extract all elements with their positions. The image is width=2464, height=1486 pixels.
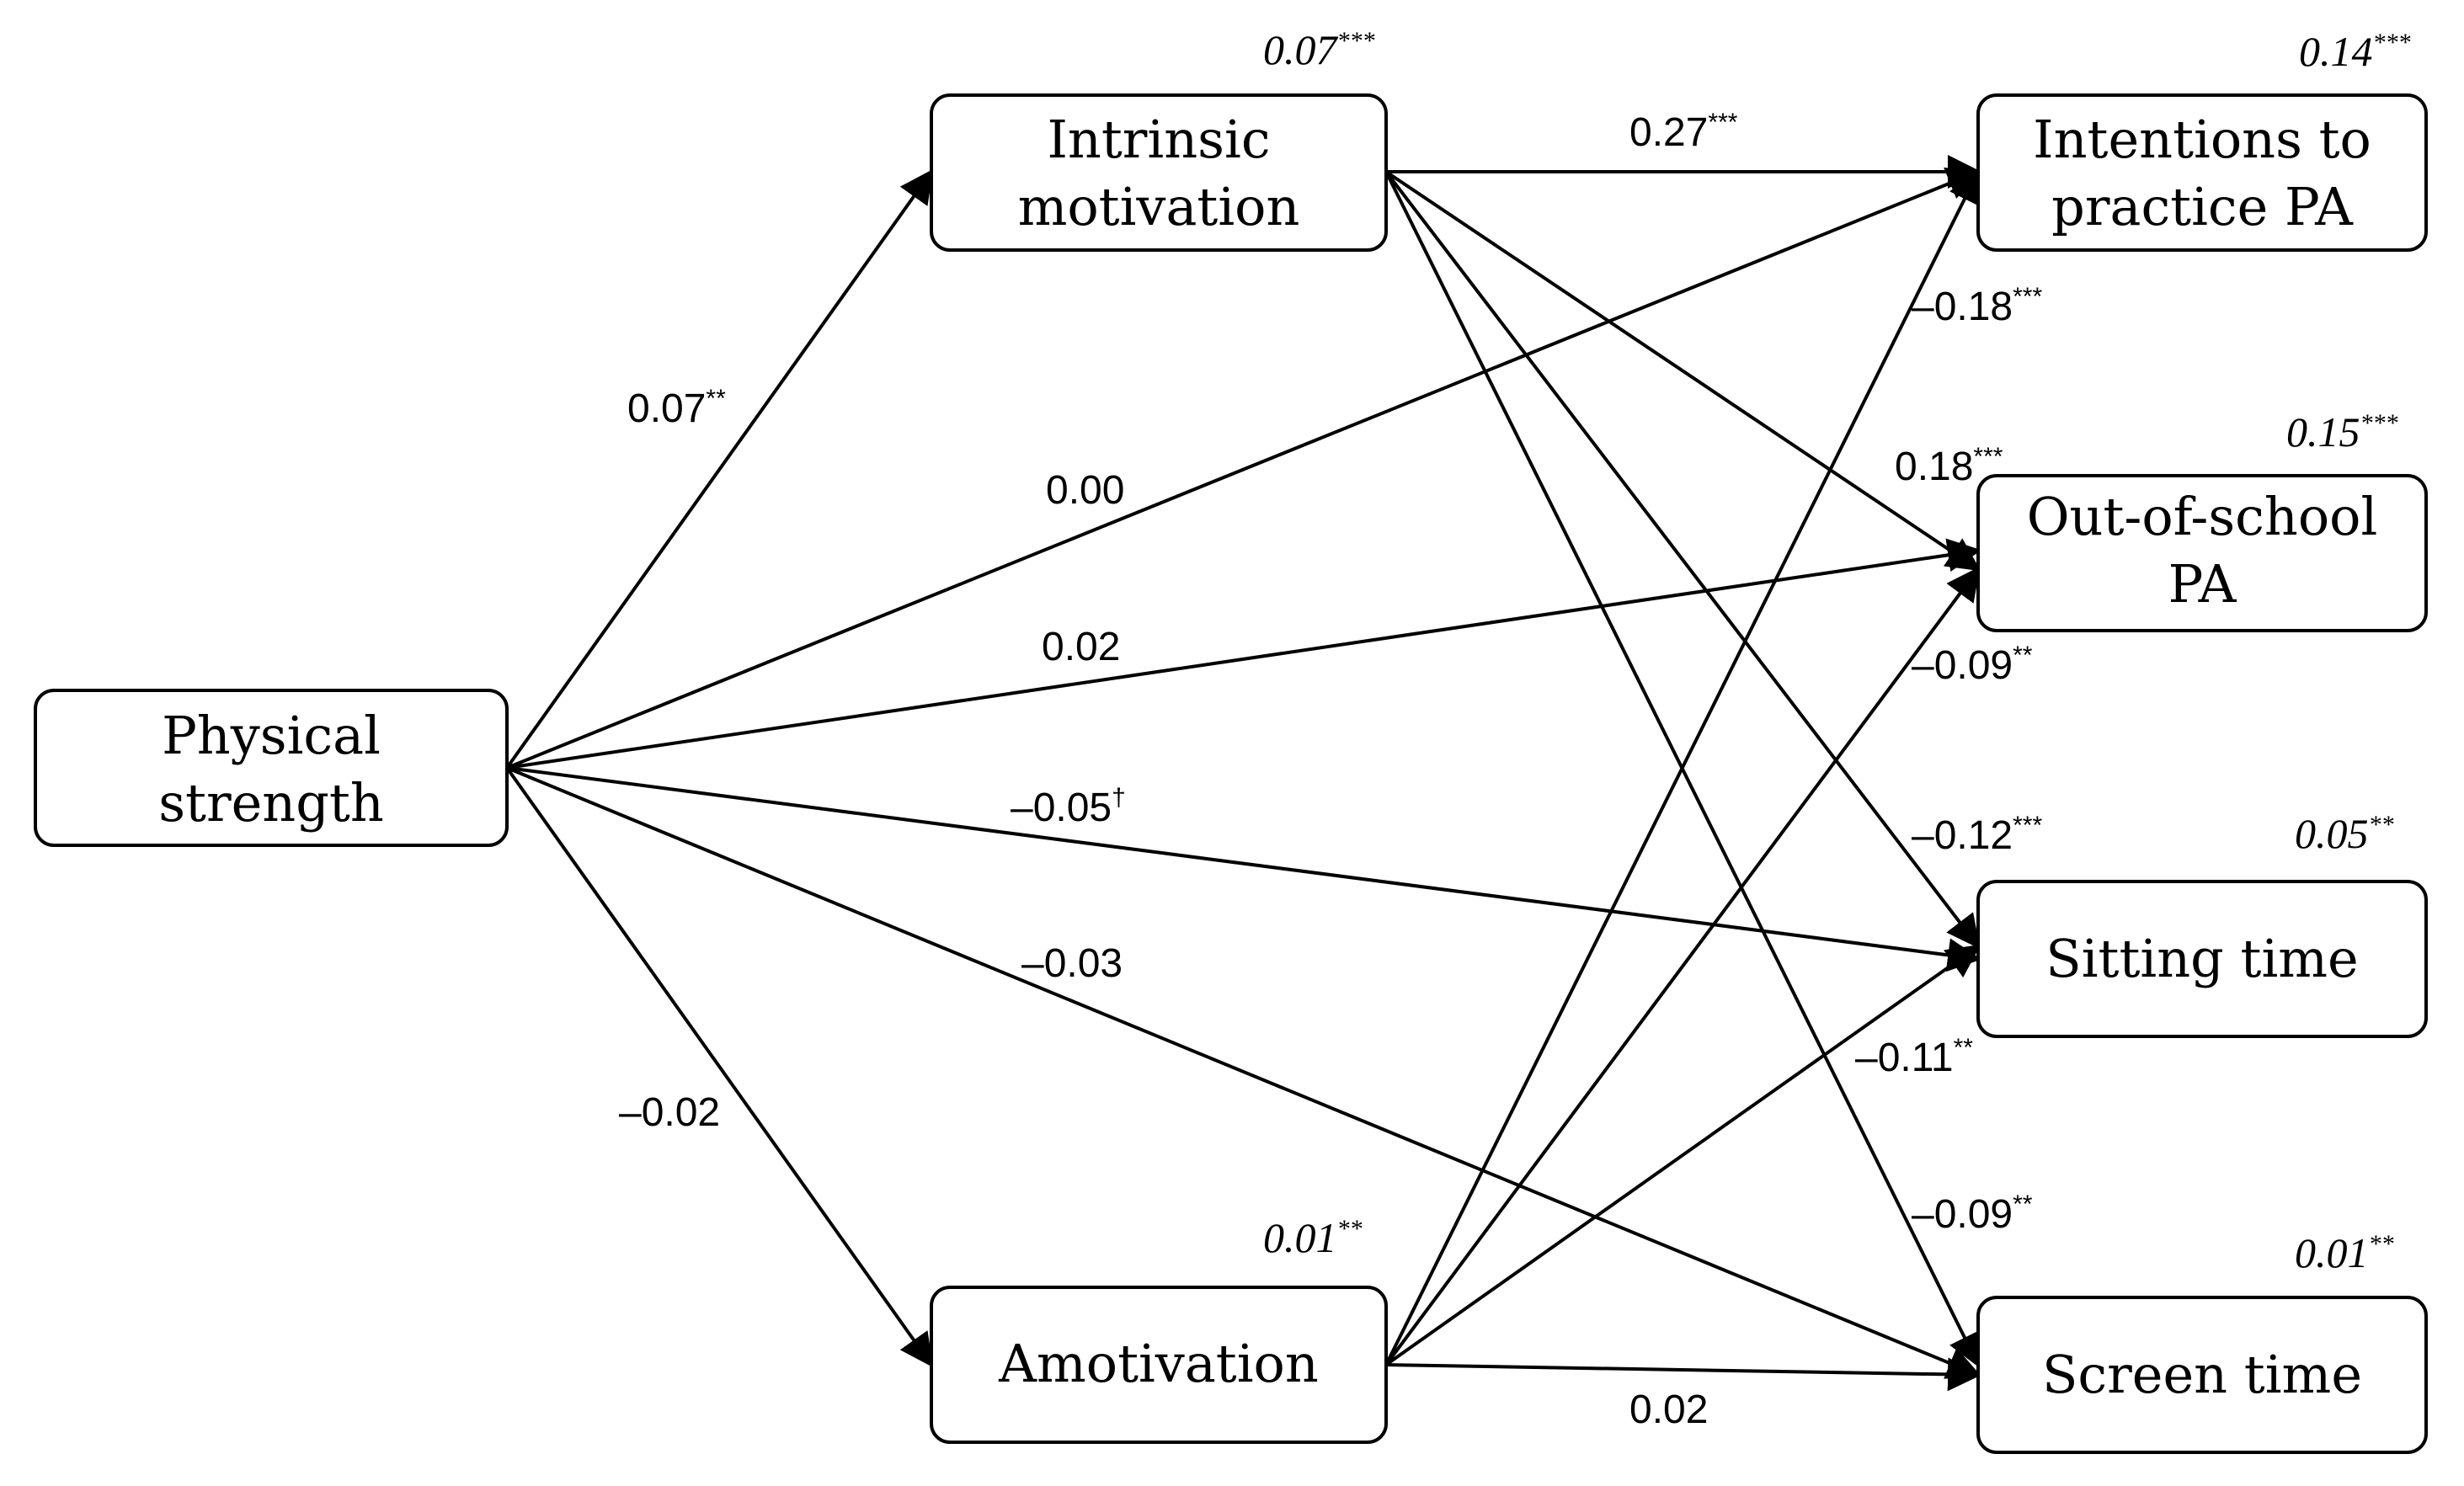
arrow-ps-scr bbox=[506, 766, 1981, 1379]
arrow-ps-sit bbox=[506, 766, 1981, 972]
node-screen-time: Screen time bbox=[1976, 1296, 2428, 1454]
node-sitting-time: Sitting time bbox=[1976, 880, 2428, 1038]
node-intentions-pa: Intentions to practice PA bbox=[1976, 93, 2428, 252]
node-out-of-school-pa: Out-of-school PA bbox=[1976, 474, 2428, 632]
path-coefficients: 0.07** –0.02 0.00 0.02 –0.05† –0.03 0.27… bbox=[619, 109, 2042, 1432]
coef-im-scr: –0.09** bbox=[1912, 1190, 2033, 1237]
coef-am-sit: –0.11** bbox=[1855, 1034, 1973, 1080]
coef-ps-osp: 0.02 bbox=[1042, 625, 1120, 669]
node-amotivation: Amotivation bbox=[930, 1286, 1388, 1444]
node-intrinsic-motivation-line2: motivation bbox=[1018, 176, 1300, 237]
arrow-ps-am bbox=[505, 766, 934, 1368]
arrow-am-int bbox=[1384, 168, 1980, 1366]
node-physical-strength-line1: Physical bbox=[162, 705, 381, 766]
arrow-ps-im bbox=[505, 168, 934, 770]
coef-im-sit: –0.12*** bbox=[1912, 812, 2042, 858]
node-sitting-time-line1: Sitting time bbox=[2045, 928, 2359, 989]
coef-ps-int: 0.00 bbox=[1046, 468, 1124, 513]
arrow-am-sit bbox=[1384, 944, 1981, 1366]
coef-ps-scr: –0.03 bbox=[1021, 941, 1123, 986]
arrow-im-sit bbox=[1384, 170, 1981, 950]
coef-im-osp: 0.18*** bbox=[1895, 443, 2003, 489]
r2-amotivation: 0.01** bbox=[1263, 1214, 1363, 1261]
arrow-ps-osp bbox=[506, 538, 1981, 770]
coef-am-int: –0.18*** bbox=[1912, 283, 2042, 329]
node-screen-time-line1: Screen time bbox=[2042, 1344, 2362, 1405]
path-arrows bbox=[505, 155, 1981, 1392]
r2-out-of-school-pa: 0.15*** bbox=[2286, 408, 2398, 455]
node-intrinsic-motivation-line1: Intrinsic bbox=[1047, 109, 1270, 170]
r2-intentions-pa: 0.14*** bbox=[2299, 28, 2411, 75]
arrow-im-osp bbox=[1384, 170, 1981, 572]
node-intrinsic-motivation: Intrinsic motivation bbox=[930, 93, 1388, 252]
arrow-am-scr bbox=[1385, 1357, 1981, 1392]
r-squared-labels: 0.07*** 0.01** 0.14*** 0.15*** 0.05** 0.… bbox=[1263, 26, 2411, 1276]
coef-ps-am: –0.02 bbox=[619, 1090, 720, 1135]
arrow-ps-int bbox=[506, 167, 1981, 770]
r2-screen-time: 0.01** bbox=[2295, 1229, 2394, 1276]
coef-ps-sit: –0.05† bbox=[1011, 784, 1126, 830]
node-intentions-pa-line2: practice PA bbox=[2051, 176, 2354, 237]
coef-im-int: 0.27*** bbox=[1629, 109, 1738, 155]
r2-intrinsic-motivation: 0.07*** bbox=[1263, 26, 1375, 73]
node-physical-strength: Physical strength bbox=[34, 689, 509, 847]
coef-am-osp: –0.09** bbox=[1912, 642, 2033, 688]
node-out-of-school-pa-line1: Out-of-school bbox=[2027, 486, 2378, 547]
coef-ps-im: 0.07** bbox=[627, 385, 726, 431]
node-amotivation-line1: Amotivation bbox=[998, 1333, 1319, 1394]
node-physical-strength-line2: strength bbox=[158, 772, 384, 834]
coef-am-scr: 0.02 bbox=[1629, 1387, 1708, 1432]
node-intentions-pa-line1: Intentions to bbox=[2033, 109, 2371, 170]
node-out-of-school-pa-line2: PA bbox=[2168, 553, 2237, 615]
arrow-am-osp bbox=[1384, 566, 1981, 1366]
r2-sitting-time: 0.05** bbox=[2295, 810, 2394, 857]
